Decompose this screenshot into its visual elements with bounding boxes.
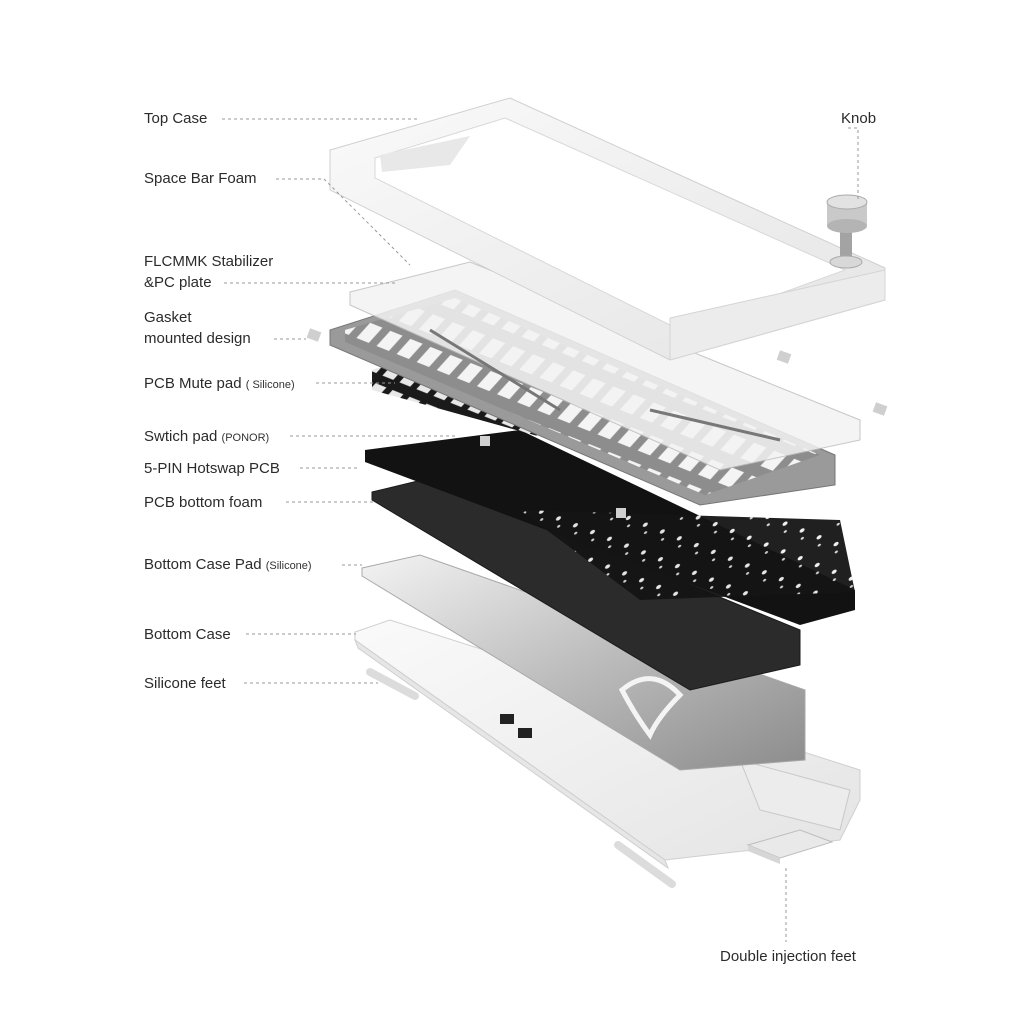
label-bottom-case: Bottom Case [144,626,231,643]
bottom-case-pad [361,554,806,771]
label-switch-pad-note: (PONOR) [221,432,270,444]
label-space-bar-foam: Space Bar Foam [144,170,257,187]
double-injection-feet [746,829,834,864]
label-gasket-line1: Gasket [144,309,192,326]
label-pcb-bottom-foam: PCB bottom foam [144,494,263,511]
label-bottom-case-pad-note: (Silicone) [265,560,312,572]
label-stabilizer-line2: &PC plate [144,274,212,291]
connector-icon [500,714,532,738]
bottom-case [353,619,861,870]
label-switch-pad-text: Swtich pad [144,428,218,445]
label-stabilizer-line1: FLCMMK Stabilizer [144,253,274,270]
stabilizer-layer [349,261,861,471]
label-bottom-case-pad-text: Bottom Case Pad [144,556,262,573]
label-gasket: Gasket mounted design [144,307,251,349]
label-switch-pad: Swtich pad (PONOR) [144,426,269,449]
label-pcb-mute-pad-text: PCB Mute pad [144,375,242,392]
label-pcb-mute-pad-note: ( Silicone) [245,379,295,391]
leader-lines [222,118,859,942]
hotswap-pcb [365,430,855,625]
label-hotswap-pcb: 5-PIN Hotswap PCB [144,460,280,477]
label-top-case: Top Case [144,110,208,127]
label-gasket-line2: mounted design [144,330,251,347]
label-pcb-mute-pad: PCB Mute pad ( Silicone) [144,373,295,396]
label-knob: Knob [841,110,877,127]
label-silicone-feet: Silicone feet [144,675,226,692]
top-case [329,97,886,361]
label-double-injection-feet: Double injection feet [720,948,856,965]
label-stabilizer: FLCMMK Stabilizer &PC plate [144,251,273,293]
knob-icon [826,194,868,269]
label-bottom-case-pad: Bottom Case Pad (Silicone) [144,554,312,577]
silicone-feet [366,668,676,888]
